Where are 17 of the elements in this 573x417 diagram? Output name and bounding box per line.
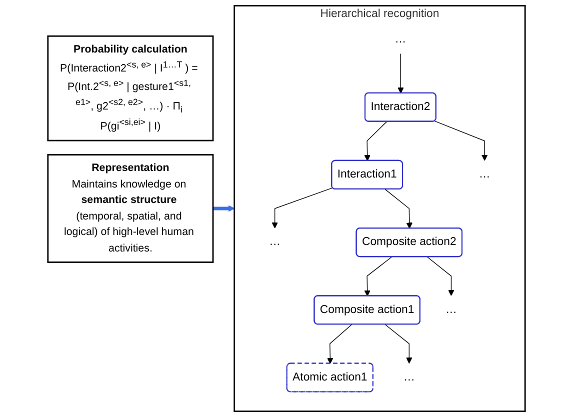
arrow: [426, 256, 454, 296]
arrow: [364, 121, 388, 162]
arrow: [272, 187, 333, 228]
node-box: Probability calculation P(Interaction2$^{<s, e>}$ | I$^{1…T}$ ) = P(Int.2$^{<s, e>}$ | gesture1$^{<s1,}$ $^{e1>}$, g2$^{<s2, e2>}$, …) · Π$_{i}$ P(gi$^{<si,ei>}$ | I): [47, 35, 214, 142]
node-text: …: [446, 304, 457, 316]
node-text: …: [394, 33, 406, 46]
arrow: [434, 120, 488, 161]
node-text: …: [269, 236, 281, 248]
node-text: …: [403, 371, 415, 384]
arrow: [384, 324, 412, 364]
node-box: Representation Maintains knowledge on semantic structure (temporal, spatial, and logical) of high-level human activities.: [47, 154, 214, 263]
arrow: [398, 53, 404, 94]
arrow: [327, 324, 352, 364]
arrow: [364, 256, 392, 296]
arrow: [384, 188, 413, 229]
arrow: [213, 205, 235, 212]
node-text: …: [478, 168, 490, 180]
